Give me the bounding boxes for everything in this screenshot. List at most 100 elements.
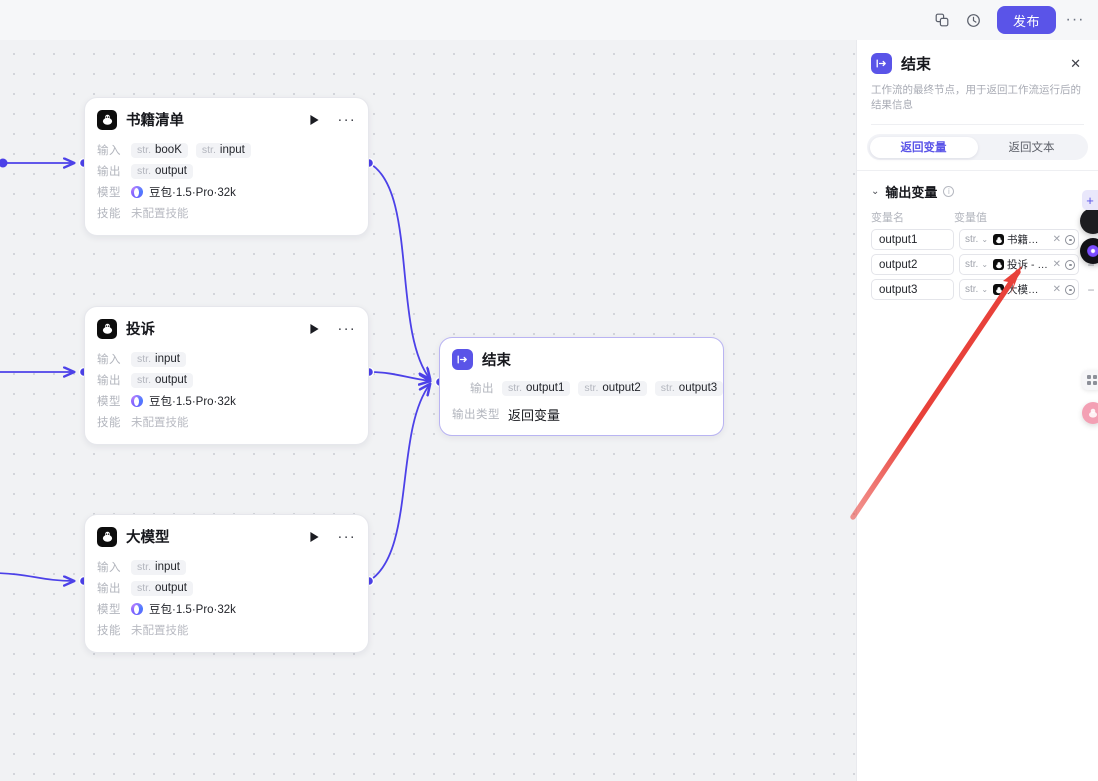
node-more-button[interactable]: ··· [337, 110, 356, 128]
node-body: 输入 str.booK str.input 输出 str.output 模型 豆… [85, 137, 368, 235]
model-label: 模型 [97, 604, 121, 616]
chevron-down-icon[interactable]: ⌄ [871, 186, 880, 197]
edge-incoming-3 [0, 572, 90, 586]
remove-variable-button[interactable]: − [1087, 282, 1095, 297]
variable-type-label: str. [965, 259, 979, 270]
variable-name-input[interactable]: output2 [871, 254, 954, 275]
end-node-icon [871, 53, 892, 74]
chevron-down-icon[interactable]: ⌄ [981, 260, 989, 269]
end-node-icon [452, 349, 473, 370]
edge-incoming-2 [0, 368, 90, 377]
node-skill-row: 技能 未配置技能 [97, 620, 356, 640]
run-node-button[interactable] [306, 529, 322, 545]
variable-value-field[interactable]: str. ⌄ 投诉 - output ✕ [959, 254, 1079, 275]
bot-avatar-icon [97, 109, 117, 130]
node-more-button[interactable]: ··· [337, 319, 356, 337]
edge-model-to-end [368, 384, 430, 582]
input-label: 输入 [97, 562, 121, 574]
more-options-button[interactable]: ··· [1065, 11, 1085, 28]
io-chip: str.output [131, 163, 193, 179]
run-node-button[interactable] [306, 112, 322, 128]
node-input-row: 输入 str.input [97, 349, 356, 369]
panel-title: 结束 [901, 56, 932, 73]
variable-row: output1 str. ⌄ 书籍清单 - o... ✕ − [857, 225, 1098, 250]
locate-icon[interactable] [1065, 284, 1075, 295]
remove-variable-button[interactable]: − [1087, 257, 1095, 272]
input-label: 输入 [97, 354, 121, 366]
variable-value-field[interactable]: str. ⌄ 书籍清单 - o... ✕ [959, 229, 1079, 250]
skill-value: 未配置技能 [131, 417, 189, 429]
floating-avatar-bottom[interactable] [1080, 238, 1098, 264]
floating-assistant-icon[interactable] [1082, 402, 1098, 424]
workflow-node-book-list[interactable]: 书籍清单 ··· 输入 str.booK str.input 输出 str.ou… [84, 97, 369, 236]
clear-icon[interactable]: ✕ [1052, 234, 1061, 245]
output-type-value: 返回变量 [508, 407, 561, 423]
node-output-row: 输出 str.output [97, 370, 356, 390]
add-variable-button[interactable]: + [1082, 190, 1098, 210]
column-variable-value: 变量值 [954, 212, 987, 224]
node-model-row: 模型 豆包·1.5·Pro·32k [97, 391, 356, 411]
io-chip: str.input [131, 559, 186, 575]
tab-return-text[interactable]: 返回文本 [1008, 142, 1055, 154]
variable-reference-text: 投诉 - output [1007, 259, 1049, 271]
workflow-node-complaint[interactable]: 投诉 ··· 输入 str.input 输出 str.output 模型 豆包·… [84, 306, 369, 445]
floating-avatar-top[interactable] [1080, 208, 1098, 234]
locate-icon[interactable] [1065, 259, 1075, 270]
model-value: 豆包·1.5·Pro·32k [131, 184, 236, 200]
output-label: 输出 [97, 375, 121, 387]
variable-type-label: str. [965, 234, 979, 245]
variable-value-field[interactable]: str. ⌄ 大模型 - out... ✕ [959, 279, 1079, 300]
bot-avatar-icon [993, 234, 1005, 245]
floating-grid-icon[interactable] [1082, 370, 1098, 390]
run-node-button[interactable] [306, 321, 322, 337]
node-header: 投诉 ··· [85, 307, 368, 346]
chevron-down-icon[interactable]: ⌄ [981, 285, 989, 294]
variable-row: output2 str. ⌄ 投诉 - output ✕ − [857, 250, 1098, 275]
node-title: 结束 [482, 353, 511, 369]
workflow-node-end[interactable]: 结束 输出 str.output1 str.output2 str.output… [439, 337, 724, 436]
variable-name-input[interactable]: output3 [871, 279, 954, 300]
io-chip: str.output1 [502, 380, 571, 396]
input-label: 输入 [97, 145, 121, 157]
locate-icon[interactable] [1065, 234, 1075, 245]
bot-avatar-icon [993, 259, 1005, 270]
publish-button[interactable]: 发布 [996, 6, 1056, 34]
history-icon[interactable] [959, 5, 989, 35]
skill-label: 技能 [97, 417, 121, 429]
node-more-button[interactable]: ··· [337, 527, 356, 545]
skill-label: 技能 [97, 208, 121, 220]
clear-icon[interactable]: ✕ [1052, 284, 1061, 295]
end-node-config-panel: 结束 ✕ 工作流的最终节点，用于返回工作流运行后的结果信息 返回变量 返回文本 … [856, 40, 1098, 781]
workflow-node-large-model[interactable]: 大模型 ··· 输入 str.input 输出 str.output 模型 豆包… [84, 514, 369, 653]
node-header: 结束 [440, 338, 723, 377]
model-brand-icon [131, 603, 143, 615]
variable-name-input[interactable]: output1 [871, 229, 954, 250]
bot-avatar-icon [993, 284, 1005, 295]
model-value: 豆包·1.5·Pro·32k [131, 601, 236, 617]
variable-row: output3 str. ⌄ 大模型 - out... ✕ − [857, 275, 1098, 300]
workflow-canvas[interactable]: 书籍清单 ··· 输入 str.booK str.input 输出 str.ou… [0, 40, 858, 781]
node-header: 大模型 ··· [85, 515, 368, 554]
tab-return-variable[interactable]: 返回变量 [869, 136, 978, 158]
node-skill-row: 技能 未配置技能 [97, 203, 356, 223]
close-icon[interactable]: ✕ [1070, 55, 1081, 71]
duplicate-icon[interactable] [927, 5, 957, 35]
chevron-down-icon[interactable]: ⌄ [981, 235, 989, 244]
info-icon[interactable]: i [943, 186, 955, 197]
variable-reference-text: 书籍清单 - o... [1007, 234, 1049, 246]
node-title: 书籍清单 [126, 113, 184, 129]
output-variables-section-header: ⌄ 输出变量 i [857, 171, 1098, 201]
io-chip: str.output3 [654, 380, 724, 396]
clear-icon[interactable]: ✕ [1052, 259, 1061, 270]
panel-header: 结束 ✕ 工作流的最终节点，用于返回工作流运行后的结果信息 [857, 40, 1098, 125]
io-chip: str.output [131, 372, 193, 388]
panel-tabs: 返回变量 返回文本 [867, 134, 1088, 160]
model-brand-icon [131, 186, 143, 198]
io-chip: str.output2 [578, 380, 647, 396]
section-title: 输出变量 [885, 185, 938, 200]
io-chip: str.input [195, 142, 251, 158]
end-output-type-row: 输出类型 返回变量 [452, 404, 711, 424]
node-body: 输入 str.input 输出 str.output 模型 豆包·1.5·Pro… [85, 346, 368, 444]
variable-columns-header: 变量名 变量值 [857, 201, 1098, 225]
edge-book-to-end [368, 162, 430, 379]
